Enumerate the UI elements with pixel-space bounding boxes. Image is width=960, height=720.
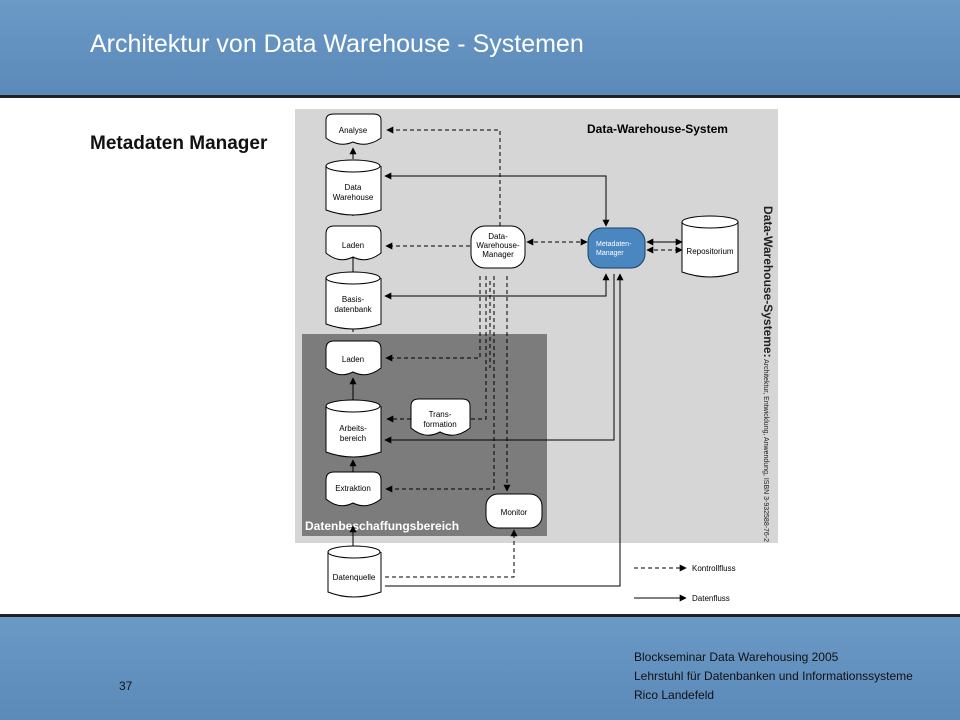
svg-text:Trans-: Trans- xyxy=(429,410,452,419)
svg-text:bereich: bereich xyxy=(340,434,366,443)
legend-data-label: Datenfluss xyxy=(692,594,730,603)
header-divider xyxy=(0,95,960,98)
svg-text:Repositorium: Repositorium xyxy=(686,247,733,256)
svg-text:Data-: Data- xyxy=(488,232,508,241)
svg-text:Laden: Laden xyxy=(342,355,364,364)
footer-divider xyxy=(0,614,960,617)
svg-text:Extraktion: Extraktion xyxy=(335,484,371,493)
node-dw-manager: Data- Warehouse- Manager xyxy=(470,225,526,269)
page-number: 37 xyxy=(119,679,133,693)
svg-text:Warehouse: Warehouse xyxy=(333,193,374,202)
node-datenquelle: Datenquelle xyxy=(327,545,382,598)
book-label: Data-Warehouse-Systeme: Architektur, Ent… xyxy=(761,206,775,542)
svg-text:Monitor: Monitor xyxy=(501,508,528,517)
svg-text:Laden: Laden xyxy=(342,241,364,250)
footer-band xyxy=(0,617,960,720)
footer-line-chair: Lehrstuhl für Datenbanken und Informatio… xyxy=(634,669,913,683)
node-arbeitsbereich: Arbeits- bereich xyxy=(325,399,382,458)
legend: Kontrollfluss Datenfluss xyxy=(634,564,736,603)
architecture-diagram: Data-Warehouse-System Datenbeschaffungsb… xyxy=(295,109,778,603)
svg-text:Data: Data xyxy=(345,183,362,192)
node-monitor: Monitor xyxy=(485,493,543,529)
node-metadaten-manager: Metadaten- Manager xyxy=(587,227,646,269)
system-label: Data-Warehouse-System xyxy=(587,122,728,136)
node-laden-top: Laden xyxy=(325,225,382,261)
node-basisdatenbank: Basis- datenbank xyxy=(325,271,382,330)
svg-text:Datenquelle: Datenquelle xyxy=(333,573,376,582)
svg-text:datenbank: datenbank xyxy=(334,305,372,314)
svg-text:Warehouse-: Warehouse- xyxy=(476,241,520,250)
area-label: Datenbeschaffungsbereich xyxy=(305,519,459,533)
node-extraktion: Extraktion xyxy=(325,471,382,507)
svg-text:Analyse: Analyse xyxy=(339,126,368,135)
node-transformation: Trans- formation xyxy=(410,398,471,436)
svg-text:formation: formation xyxy=(423,420,456,429)
svg-text:Manager: Manager xyxy=(596,250,624,257)
svg-text:Arbeits-: Arbeits- xyxy=(339,424,367,433)
footer-info: Blockseminar Data Warehousing 2005 Lehrs… xyxy=(634,648,913,705)
footer-line-event: Blockseminar Data Warehousing 2005 xyxy=(634,650,839,664)
legend-control-label: Kontrollfluss xyxy=(692,564,736,573)
footer-line-author: Rico Landefeld xyxy=(634,688,715,702)
svg-text:Metadaten-: Metadaten- xyxy=(596,241,632,248)
slide-title: Architektur von Data Warehouse - Systeme… xyxy=(90,30,584,58)
slide-subtitle: Metadaten Manager xyxy=(90,133,268,154)
node-analyse: Analyse xyxy=(325,113,382,145)
node-data-warehouse: Data Warehouse xyxy=(325,159,382,216)
node-laden-bottom: Laden xyxy=(325,340,382,376)
svg-text:Basis-: Basis- xyxy=(342,295,365,304)
header-band xyxy=(0,0,960,95)
svg-text:Manager: Manager xyxy=(482,250,514,259)
node-repositorium: Repositorium xyxy=(681,215,739,278)
